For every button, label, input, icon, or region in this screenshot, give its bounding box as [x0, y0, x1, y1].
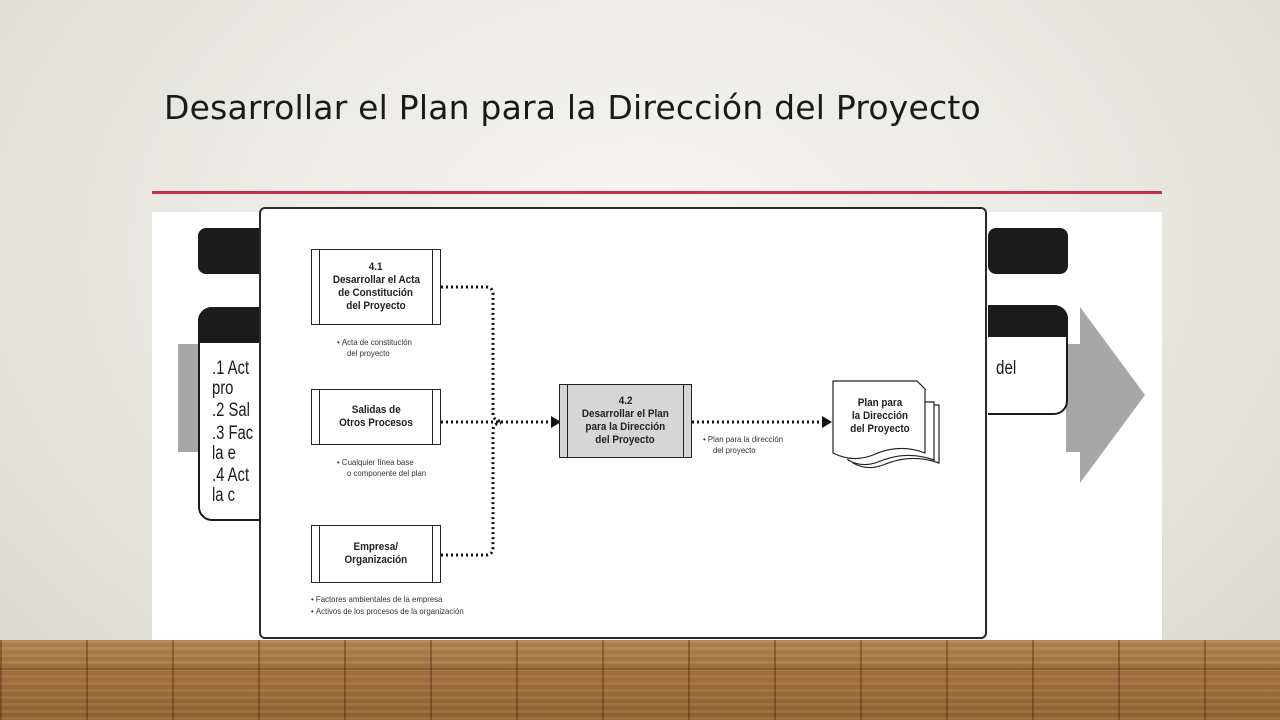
note-other-line-1: Cualquier línea base — [337, 457, 414, 468]
process-4-1-line-1: Desarrollar el Acta — [332, 274, 420, 286]
process-4-1-box: 4.1 Desarrollar el Acta de Constitución … — [311, 249, 441, 325]
title-divider — [152, 191, 1162, 194]
process-4-2-line-2: para la Dirección — [585, 421, 666, 433]
enterprise-line-2: Organización — [344, 554, 408, 566]
note-4-2-line-2: del proyecto — [713, 445, 756, 455]
wood-floor-decoration — [0, 640, 1280, 720]
outputs-text: del — [996, 358, 1017, 379]
note-4-1-line-2: del proyecto — [347, 348, 390, 358]
other-outputs-line-1: Salidas de — [351, 404, 401, 416]
enterprise-line-1: Empresa/ — [353, 541, 399, 553]
process-4-2-line-1: Desarrollar el Plan — [582, 408, 669, 420]
slide-title: Desarrollar el Plan para la Dirección de… — [164, 88, 981, 127]
input-line-4: .3 Fac — [212, 423, 254, 444]
input-line-6: .4 Act — [212, 465, 250, 486]
output-doc-line-2: la Dirección — [851, 410, 909, 422]
input-line-1: .1 Act — [212, 358, 250, 379]
output-doc-line-3: del Proyecto — [850, 423, 910, 435]
connector-lines — [441, 285, 940, 557]
process-4-1-line-2: de Constitución — [338, 287, 414, 299]
input-line-7: la c — [212, 485, 236, 506]
input-line-5: la e — [212, 443, 236, 464]
output-document-label: Plan para la Dirección del Proyecto — [840, 397, 921, 436]
process-4-1-number: 4.1 — [369, 261, 383, 273]
note-4-2-line-1: Plan para la dirección — [703, 434, 783, 445]
note-other-line-2: o componente del plan — [347, 468, 427, 478]
note-enterprise-line-1: Factores ambientales de la empresa — [311, 594, 443, 605]
other-outputs-box: Salidas de Otros Procesos — [311, 389, 441, 445]
process-4-2-line-3: del Proyecto — [595, 434, 656, 446]
process-4-2-number: 4.2 — [618, 395, 633, 407]
note-enterprise-line-2: Activos de los procesos de la organizaci… — [311, 606, 464, 617]
process-4-2-box: 4.2 Desarrollar el Plan para la Direcció… — [559, 384, 692, 458]
input-line-3: .2 Sal — [212, 400, 250, 421]
header-bar-right — [988, 228, 1068, 274]
arrow-head — [1080, 307, 1145, 483]
process-4-1-line-3: del Proyecto — [346, 300, 406, 312]
other-outputs-line-2: Otros Procesos — [339, 417, 413, 429]
output-doc-line-1: Plan para — [857, 397, 903, 409]
enterprise-box: Empresa/ Organización — [311, 525, 441, 583]
input-line-2: pro — [212, 378, 234, 399]
process-diagram: 4.1 Desarrollar el Acta de Constitución … — [259, 207, 987, 639]
outputs-box-header — [988, 305, 1068, 337]
note-4-1-line-1: Acta de constitución — [337, 337, 412, 348]
